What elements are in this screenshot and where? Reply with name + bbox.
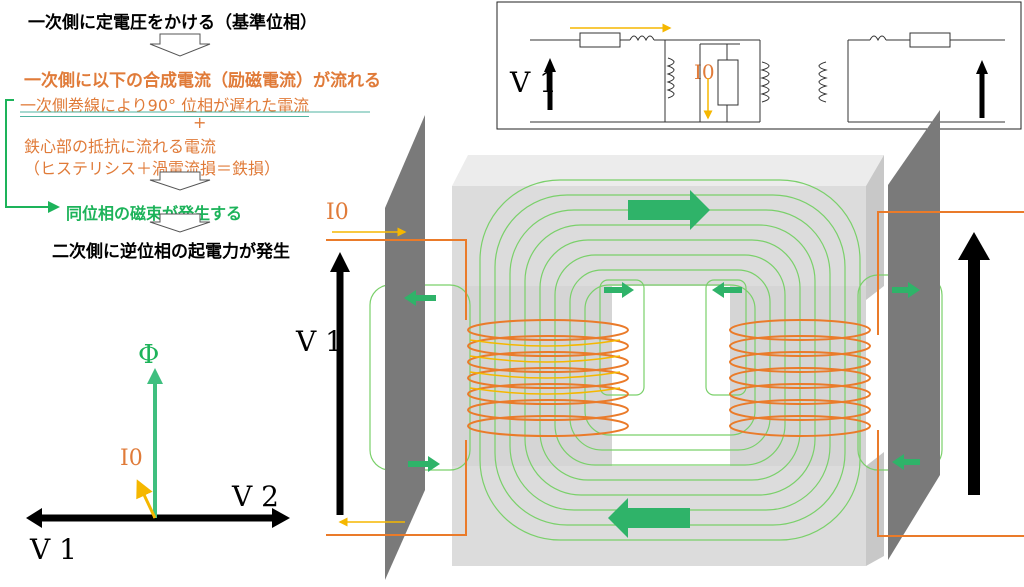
circuit-inset bbox=[496, 1, 1022, 130]
transformer-v1-label: V 1 bbox=[296, 325, 343, 358]
secondary-plate bbox=[888, 110, 940, 560]
plus-sign: + bbox=[193, 113, 207, 132]
step-4-text: 二次側に逆位相の起電力が発生 bbox=[52, 242, 290, 262]
transformer-i0-label: I0 bbox=[326, 200, 349, 225]
primary-coil bbox=[467, 319, 629, 437]
step-2b-text: 鉄心部の抵抗に流れる電流 bbox=[24, 137, 217, 156]
phasor-v2-label: V 2 bbox=[232, 480, 279, 513]
phasor-i0-label: I0 bbox=[120, 446, 143, 471]
circuit-i0-label: I0 bbox=[694, 60, 715, 84]
transformer-core bbox=[452, 155, 884, 566]
step-1-text: 一次側に定電圧をかける（基準位相） bbox=[28, 13, 317, 33]
phasor-diagram bbox=[26, 368, 290, 528]
step-2a-text: 一次側巻線により90° 位相が遅れた電流 bbox=[20, 92, 310, 117]
flow-arrows bbox=[149, 33, 211, 233]
step-2c-text: （ヒステリシス＋渦電流損＝鉄損） bbox=[24, 159, 281, 178]
phasor-phi-label: Φ bbox=[138, 340, 160, 370]
primary-plate bbox=[385, 115, 425, 580]
bracket-arrow bbox=[5, 99, 60, 213]
step-2-text: 一次側に以下の合成電流（励磁電流）が流れる bbox=[24, 71, 381, 91]
phasor-v1-label: V 1 bbox=[30, 533, 77, 566]
secondary-coil bbox=[729, 319, 871, 437]
